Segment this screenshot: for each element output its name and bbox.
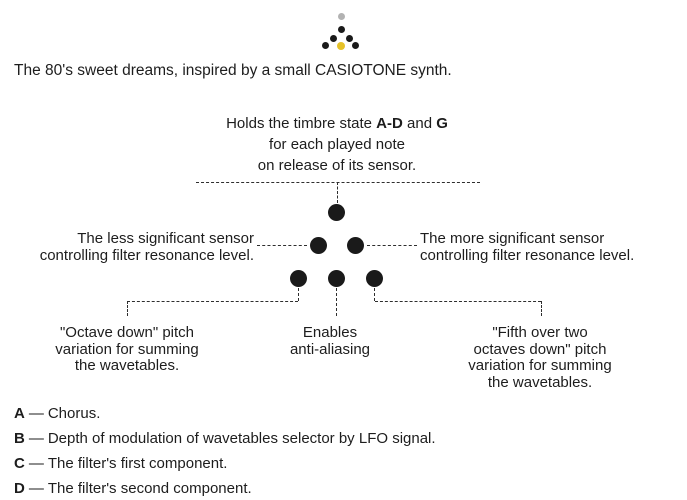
legend-key: C — [14, 455, 25, 472]
connector-bottom-left-run — [127, 301, 298, 302]
mini-pad-dot — [346, 35, 353, 42]
connector-bottom-right-run — [375, 301, 541, 302]
mini-indicator-dot — [338, 13, 345, 20]
legend-key: B — [14, 430, 25, 447]
mini-pad-dot — [330, 35, 337, 42]
connector-middle-left — [257, 245, 307, 246]
legend-separator: — — [28, 455, 44, 472]
sensor-dot-middle-left — [310, 237, 327, 254]
connector-bottom-left-stub — [298, 288, 299, 301]
bottom-center-dot-label: Enables anti-aliasing — [289, 324, 371, 358]
legend-separator: — — [28, 480, 44, 497]
legend-key: D — [14, 480, 25, 497]
legend-text: The filter's second component. — [47, 480, 252, 497]
sensor-dot-bottom-right — [366, 270, 383, 287]
sensor-dot-bottom-center — [328, 270, 345, 287]
mini-pad-dot — [322, 42, 329, 49]
intro-text: The 80's sweet dreams, inspired by a sma… — [14, 62, 452, 79]
sensor-dot-top — [328, 204, 345, 221]
top-dot-label-rest: for each played note on release of its s… — [257, 136, 417, 174]
top-dot-label: Holds the timbre state A-D and G for eac… — [187, 113, 487, 176]
sensor-dot-bottom-left — [290, 270, 307, 287]
label-text: Holds the timbre state — [226, 115, 377, 132]
legend-text: Depth of modulation of wavetables select… — [47, 430, 436, 447]
legend-item: A—Chorus. — [14, 406, 436, 422]
bottom-right-dot-label: "Fifth over two octaves down" pitch vari… — [468, 324, 612, 391]
legend-separator: — — [28, 405, 44, 422]
legend-item: C—The filter's first component. — [14, 456, 436, 472]
top-dot-label-line1: Holds the timbre state A-D and G — [187, 113, 487, 134]
connector-bottom-center-stub — [336, 288, 337, 316]
legend-text: Chorus. — [47, 405, 101, 422]
legend-key: A — [14, 405, 25, 422]
legend-item: D—The filter's second component. — [14, 481, 436, 497]
mini-pad-dot — [338, 26, 345, 33]
sensor-dot-middle-right — [347, 237, 364, 254]
connector-middle-right — [367, 245, 417, 246]
middle-right-dot-label: The more significant sensor controlling … — [420, 230, 635, 264]
bottom-left-dot-label: "Octave down" pitch variation for summin… — [55, 324, 199, 374]
legend-text: The filter's first component. — [47, 455, 228, 472]
connector-bottom-left-drop — [127, 301, 128, 316]
connector-bottom-right-stub — [374, 288, 375, 301]
middle-left-dot-label: The less significant sensor controlling … — [39, 230, 254, 264]
legend: A—Chorus. B—Depth of modulation of wavet… — [14, 406, 436, 500]
label-bold: A-D — [376, 115, 403, 132]
connector-top-bracket — [196, 182, 480, 183]
legend-separator: — — [28, 430, 44, 447]
mini-pad-dot — [352, 42, 359, 49]
label-bold: G — [436, 115, 448, 132]
connector-top-stub — [337, 182, 338, 203]
label-text: and — [402, 115, 437, 132]
mini-pad-dot-active — [337, 42, 345, 50]
legend-item: B—Depth of modulation of wavetables sele… — [14, 431, 436, 447]
connector-bottom-right-drop — [541, 301, 542, 316]
